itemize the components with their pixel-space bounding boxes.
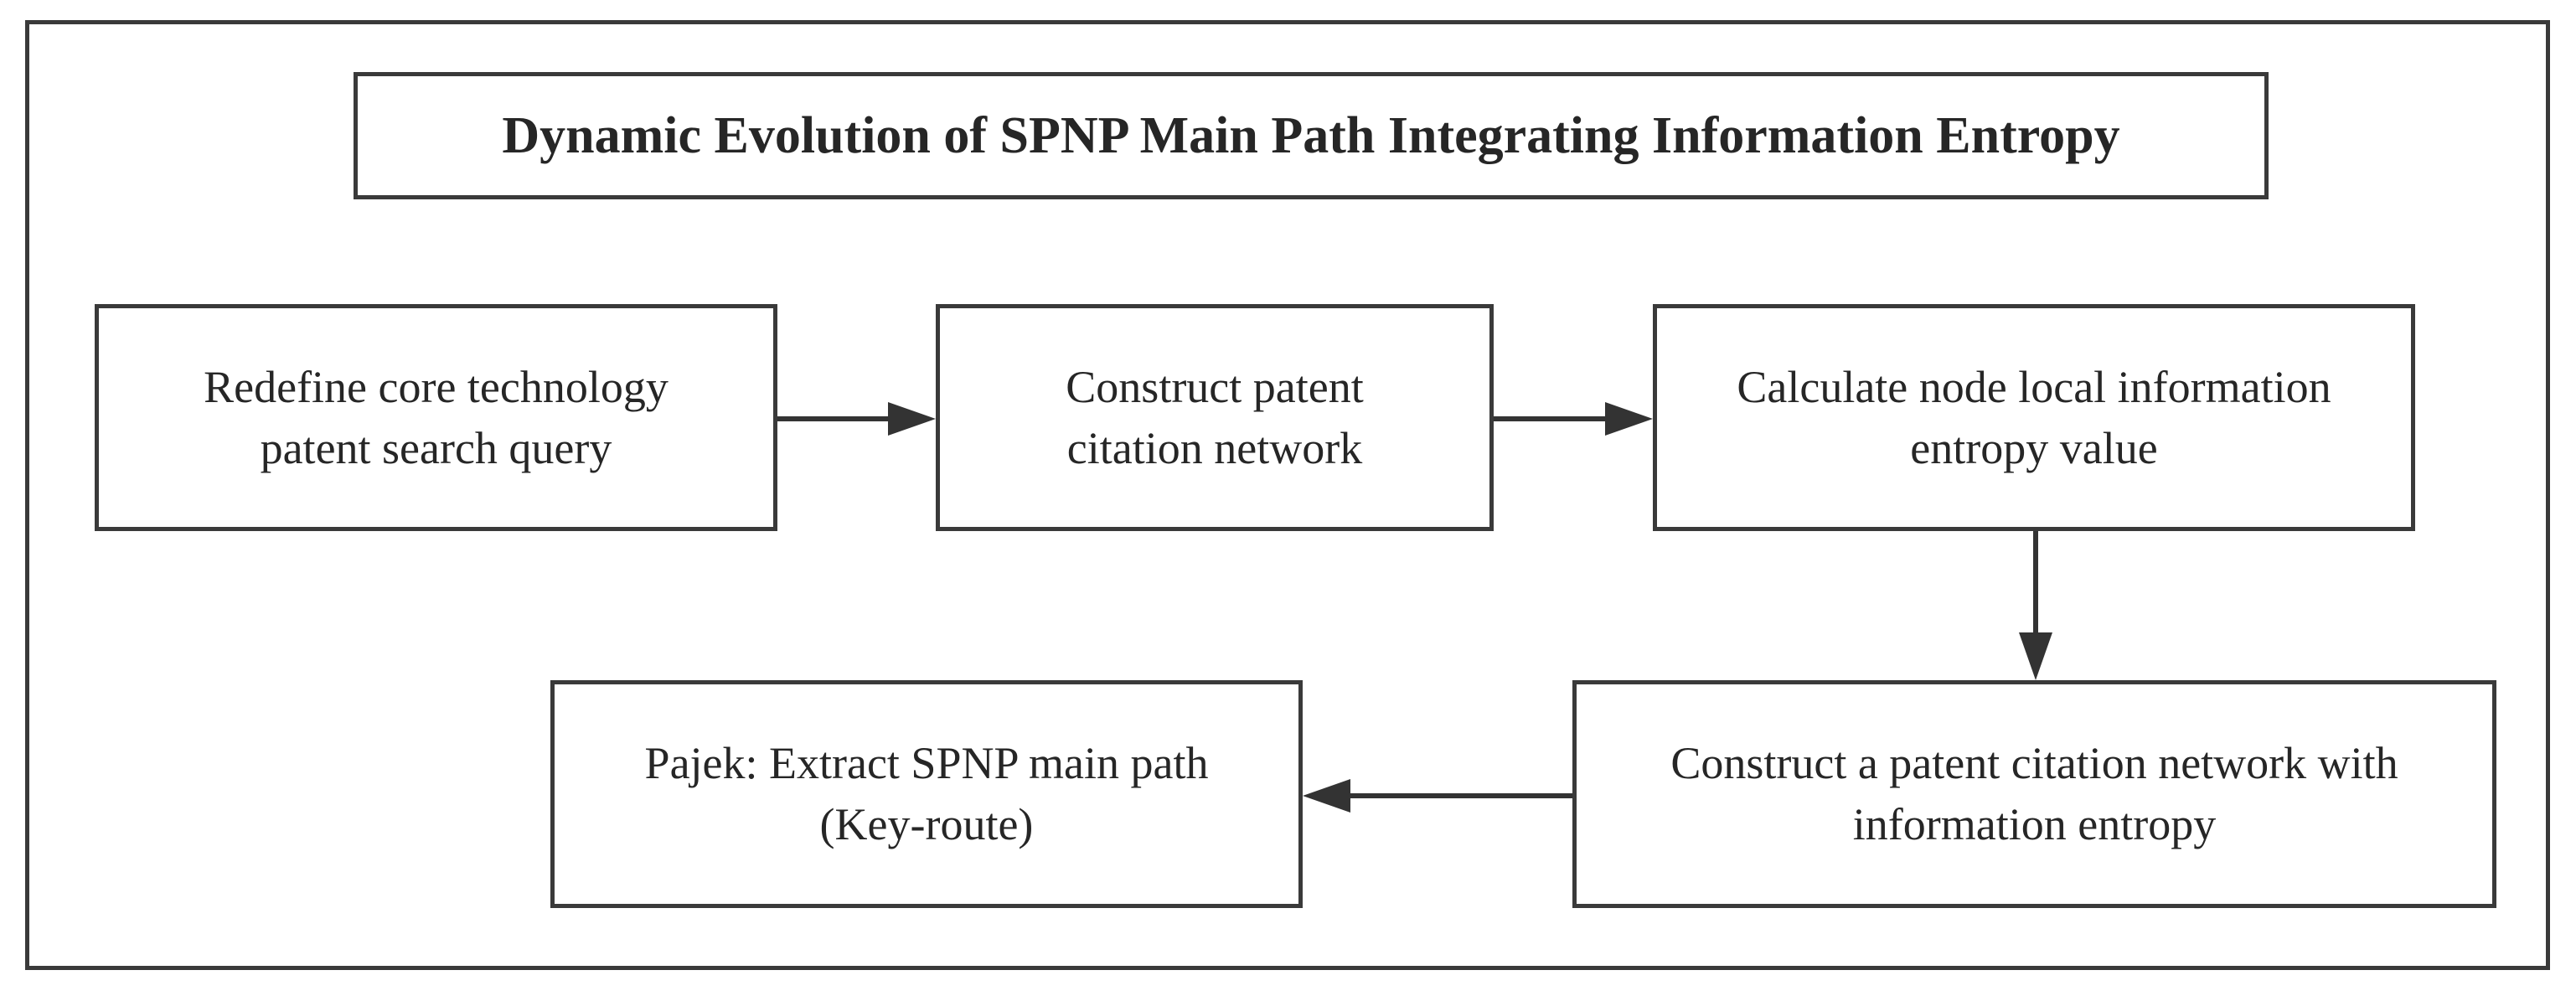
step-label-entropy-network: Construct a patent citation network with… (1670, 738, 2398, 849)
diagram-title: Dynamic Evolution of SPNP Main Path Inte… (502, 107, 2120, 164)
step-box-redefine-query: Redefine core technology patent search q… (95, 304, 777, 531)
step-box-construct-network: Construct patent citation network (936, 304, 1494, 531)
step-label-redefine-query: Redefine core technology patent search q… (204, 361, 669, 473)
arrow-construct-to-calculate (1494, 402, 1653, 436)
step-box-entropy-network: Construct a patent citation network with… (1572, 680, 2496, 908)
diagram-frame (25, 20, 2550, 970)
arrow-redefine-to-construct (777, 402, 936, 436)
step-label-extract-main-path: Pajek: Extract SPNP main path (Key-route… (644, 738, 1209, 849)
diagram-title-box: Dynamic Evolution of SPNP Main Path Inte… (354, 72, 2269, 199)
step-box-calculate-entropy: Calculate node local information entropy… (1653, 304, 2415, 531)
step-box-extract-main-path: Pajek: Extract SPNP main path (Key-route… (550, 680, 1303, 908)
step-label-construct-network: Construct patent citation network (1066, 361, 1364, 473)
arrow-entropy-network-to-extract (1303, 779, 1572, 813)
step-label-calculate-entropy: Calculate node local information entropy… (1737, 361, 2331, 473)
arrow-calculate-to-entropy-network (2019, 531, 2052, 680)
